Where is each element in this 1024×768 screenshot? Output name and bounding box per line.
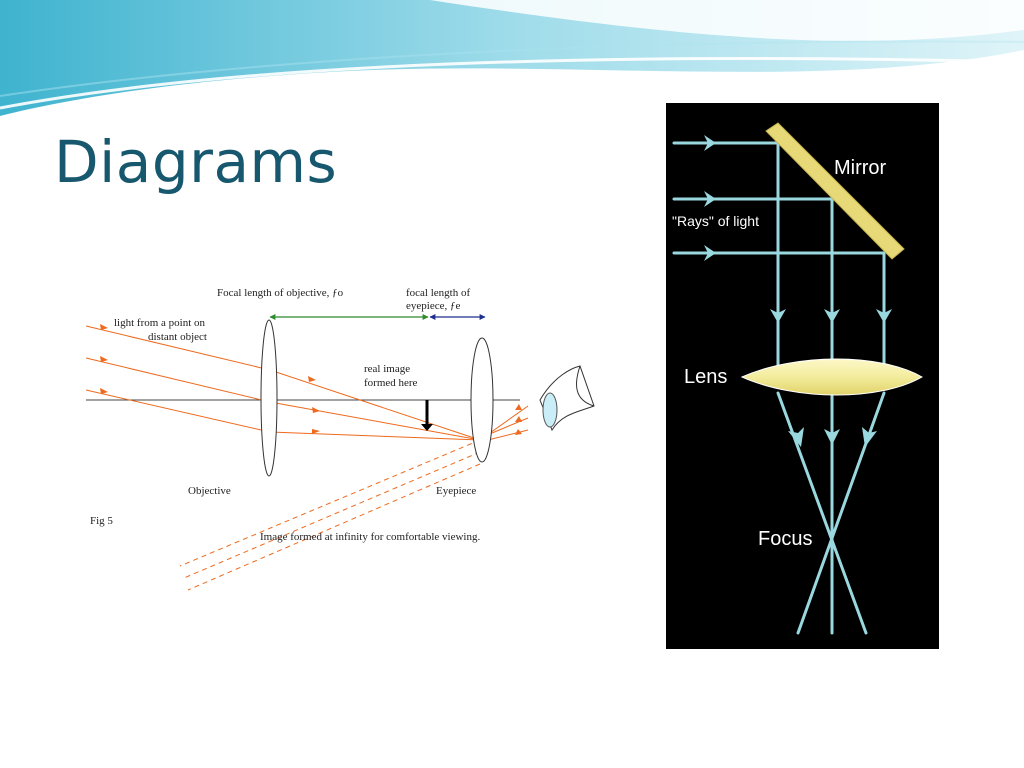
figure-label: Fig 5: [90, 515, 113, 527]
focal-eyepiece-label-line1: focal length of: [406, 287, 470, 299]
eyepiece-lens: [470, 337, 494, 463]
lens-label: Lens: [684, 366, 727, 388]
ray-arrowheads: [704, 135, 892, 447]
incoming-rays: [85, 325, 529, 443]
reflecting-telescope-diagram: Mirror "Rays" of light Lens Focus: [666, 103, 939, 649]
light-source-label-line1: light from a point on: [114, 317, 206, 329]
real-image-label-line1: real image: [364, 363, 410, 375]
focal-objective-label: Focal length of objective, ƒo: [217, 287, 344, 299]
ray-arrows: [100, 324, 522, 435]
focus-label: Focus: [758, 528, 812, 550]
virtual-rays: [179, 439, 481, 591]
mirror-label: Mirror: [834, 157, 887, 179]
focal-eyepiece-label-line2: eyepiece, ƒe: [406, 300, 460, 312]
eye-icon: [539, 365, 595, 432]
objective-label: Objective: [188, 485, 231, 497]
infinity-caption: Image formed at infinity for comfortable…: [260, 531, 480, 543]
refracting-telescope-diagram: Focal length of objective, ƒo focal leng…: [85, 287, 595, 591]
slide-title: Diagrams: [54, 128, 338, 196]
light-source-label-line2: distant object: [148, 331, 207, 343]
mirror: [765, 122, 905, 260]
eyepiece-label: Eyepiece: [436, 485, 476, 497]
lens: [740, 358, 924, 396]
rays-label: "Rays" of light: [672, 213, 759, 229]
real-image-label-line2: formed here: [364, 377, 418, 389]
header-swoosh: [0, 0, 1024, 119]
objective-lens: [260, 319, 278, 477]
